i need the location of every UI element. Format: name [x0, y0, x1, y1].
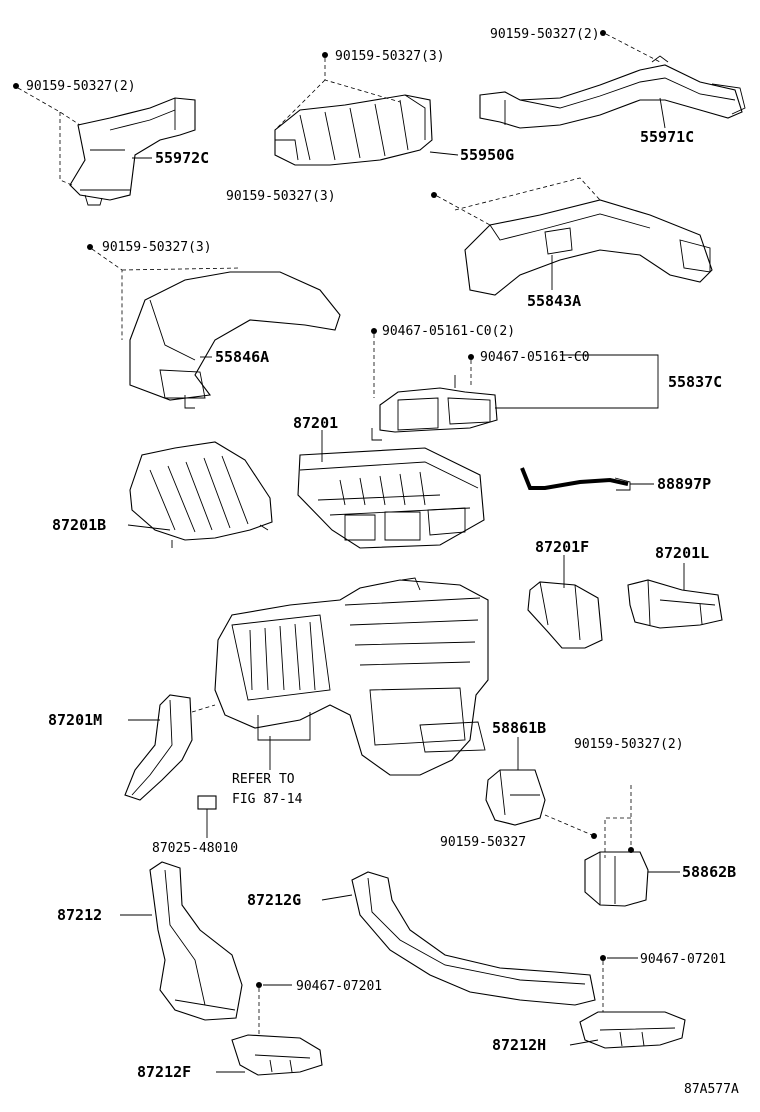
leader-55971C-bolt — [605, 33, 661, 63]
leader-55972C-bolt — [17, 87, 81, 126]
label-55971C-bolt: 90159-50327(2) — [490, 27, 600, 42]
leader-58861B-bolt — [544, 814, 593, 836]
part-87201F-drawing — [527, 581, 603, 649]
part-87201-drawing — [297, 447, 485, 549]
part-55971C-drawing — [479, 30, 746, 129]
leader-87212H — [569, 1039, 599, 1046]
part-87025-drawing — [197, 795, 217, 810]
label-88897P: 88897P — [657, 475, 711, 493]
part-55846A-drawing — [87, 244, 341, 409]
leader-87212G — [321, 894, 353, 901]
part-87201L-drawing — [627, 579, 723, 629]
part-55972C-drawing — [13, 83, 196, 206]
label-55971C: 55971C — [640, 128, 694, 146]
leader-58862B-bolt — [604, 785, 632, 858]
label-87212H-screw: 90467-07201 — [640, 952, 726, 967]
label-55846A: 55846A — [215, 348, 269, 366]
label-87212F-screw: 90467-07201 — [296, 979, 382, 994]
hvac-unit-drawing — [214, 577, 489, 776]
part-87212-drawing — [149, 861, 243, 1021]
part-88897P-drawing — [520, 467, 631, 491]
part-55950G-drawing — [274, 52, 433, 166]
part-87201M-drawing — [124, 694, 193, 801]
label-58861B-bolt: 90159-50327 — [440, 835, 526, 850]
leader-55843A-bolt — [436, 195, 491, 226]
part-87212G-drawing — [351, 871, 596, 1006]
label-58861B: 58861B — [492, 719, 546, 737]
figure-id: 87A577A — [684, 1082, 739, 1097]
label-55837C-screw-a: 90467-05161-C0(2) — [382, 324, 515, 339]
leader-55971C — [659, 97, 666, 129]
label-87212G: 87212G — [247, 891, 301, 909]
part-55837C-drawing — [371, 328, 498, 441]
leader-55950G — [429, 151, 459, 156]
part-87212H-drawing — [579, 955, 686, 1049]
label-87201F: 87201F — [535, 538, 589, 556]
label-55950G: 55950G — [460, 146, 514, 164]
label-55846A-bolt: 90159-50327(3) — [102, 240, 212, 255]
part-58861B-drawing — [485, 769, 597, 839]
label-55972C-bolt: 90159-50327(2) — [26, 79, 136, 94]
part-87212F-drawing — [231, 982, 323, 1076]
leader-55837C-bracket — [495, 354, 659, 409]
part-58862B-drawing — [584, 847, 649, 907]
label-87025: 87025-48010 — [152, 841, 238, 856]
label-55843A-bolt: 90159-50327(3) — [226, 189, 336, 204]
part-55843A-drawing — [431, 192, 713, 296]
leader-55843A-frame — [454, 177, 601, 211]
label-87212F: 87212F — [137, 1063, 191, 1081]
leader-55950G-bolt — [274, 58, 401, 131]
label-55837C-screw-b: 90467-05161-C0 — [480, 350, 590, 365]
refer-note-line1: REFER TO — [232, 772, 295, 787]
label-55950G-bolt: 90159-50327(3) — [335, 49, 445, 64]
part-87201B-drawing — [129, 441, 273, 548]
leader-87201M-to-unit — [191, 704, 216, 713]
label-55837C: 55837C — [668, 373, 722, 391]
label-58862B-bolt: 90159-50327(2) — [574, 737, 684, 752]
leader-55846A-bolt — [91, 248, 241, 340]
leader-87201B — [127, 524, 171, 531]
label-58862B: 58862B — [682, 863, 736, 881]
label-87201L: 87201L — [655, 544, 709, 562]
label-55972C: 55972C — [155, 149, 209, 167]
label-87201: 87201 — [293, 414, 338, 432]
label-87201M: 87201M — [48, 711, 102, 729]
label-55843A: 55843A — [527, 292, 581, 310]
label-87212H: 87212H — [492, 1036, 546, 1054]
label-87201B: 87201B — [52, 516, 106, 534]
refer-note-line2: FIG 87-14 — [232, 792, 303, 807]
label-87212: 87212 — [57, 906, 102, 924]
leader-55972C-bolt-down — [59, 112, 73, 186]
